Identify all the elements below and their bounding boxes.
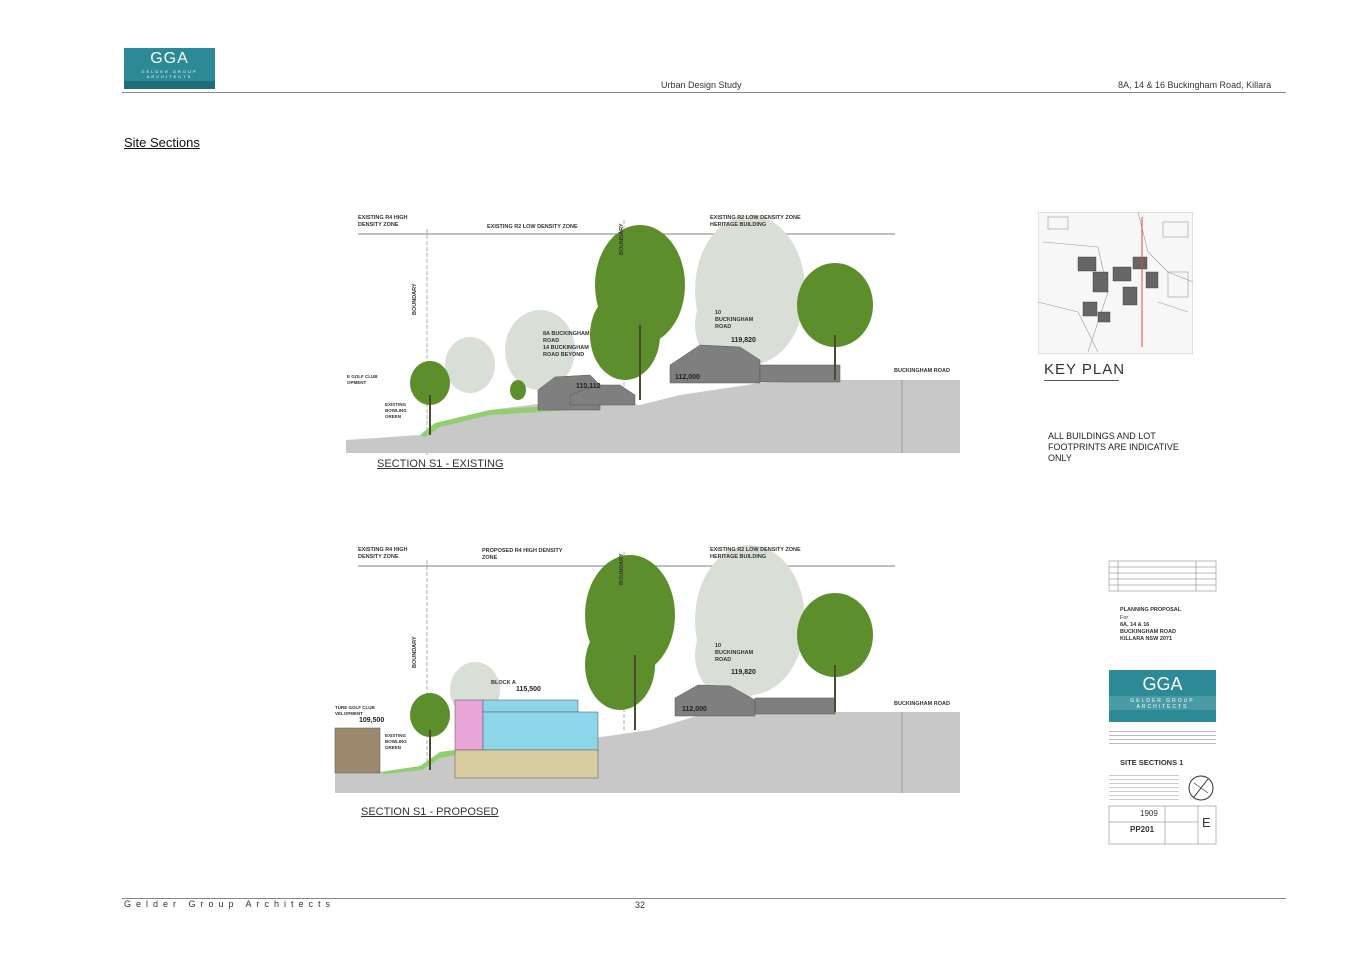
tb-address: 8A, 14 & 16 BUCKINGHAM ROAD KILLARA NSW … xyxy=(1120,622,1176,642)
page-title: Site Sections xyxy=(124,135,200,150)
key-plan-note: ALL BUILDINGS AND LOT FOOTPRINTS ARE IND… xyxy=(1048,431,1179,463)
tb-logo-subtext: GELDER GROUP ARCHITECTS xyxy=(1130,698,1195,710)
existing-boundary-left: BOUNDARY xyxy=(412,283,418,315)
proposed-level-115: 115,500 xyxy=(516,686,541,693)
proposed-caption: SECTION S1 - PROPOSED xyxy=(361,806,499,818)
header-right: 8A, 14 & 16 Buckingham Road, Killara xyxy=(1118,80,1272,90)
proposed-zone-mid: PROPOSED R4 HIGH DENSITY ZONE xyxy=(482,548,563,561)
revision-table xyxy=(1108,560,1217,592)
section-existing-drawing xyxy=(346,215,960,455)
proposed-golf-label: TURE GOLF CLUB VELOPMENT xyxy=(335,705,375,716)
tb-revision: E xyxy=(1202,815,1211,830)
tb-for: For xyxy=(1120,615,1129,621)
tb-heading: PLANNING PROPOSAL xyxy=(1120,607,1182,613)
proposed-buck10-label: 10 BUCKINGHAM ROAD xyxy=(715,643,754,663)
footer-left: Gelder Group Architects xyxy=(124,899,336,909)
header-rule xyxy=(122,92,1286,93)
proposed-bowling-label: EXISTING BOWLING GREEN xyxy=(385,733,407,750)
existing-zone-left: EXISTING R4 HIGH DENSITY ZONE xyxy=(358,215,408,228)
proposed-boundary-right: BOUNDARY xyxy=(619,553,625,585)
page-number: 32 xyxy=(635,900,646,910)
proposed-zone-right: EXISTING R2 LOW DENSITY ZONE HERITAGE BU… xyxy=(710,547,801,560)
tb-notes-lines xyxy=(1109,772,1179,802)
existing-zone-right: EXISTING R2 LOW DENSITY ZONE HERITAGE BU… xyxy=(710,215,801,228)
existing-level-112: 112,000 xyxy=(675,374,700,381)
tb-info-grid xyxy=(1108,805,1217,845)
proposed-level-119: 119,820 xyxy=(731,669,756,676)
existing-road-label: BUCKINGHAM ROAD xyxy=(894,368,950,374)
proposed-road-label: BUCKINGHAM ROAD xyxy=(894,701,950,707)
tb-logo: GGA GELDER GROUP ARCHITECTS xyxy=(1109,670,1216,722)
proposed-level-109: 109,500 xyxy=(359,717,385,724)
key-plan-map xyxy=(1038,212,1193,354)
tb-drawing-no: PP201 xyxy=(1130,825,1155,834)
logo-subtext: GELDER GROUP ARCHITECTS xyxy=(141,69,198,79)
existing-level-110: 110,112 xyxy=(576,383,601,390)
header-center: Urban Design Study xyxy=(661,80,742,90)
existing-bowling-label: EXISTING BOWLING GREEN xyxy=(385,402,407,419)
proposed-boundary-left: BOUNDARY xyxy=(412,636,418,668)
tb-logo-text: GGA xyxy=(1142,674,1183,694)
proposed-zone-left: EXISTING R4 HIGH DENSITY ZONE xyxy=(358,547,408,560)
tb-project-no: 1909 xyxy=(1140,809,1158,818)
existing-boundary-right: BOUNDARY xyxy=(619,223,625,255)
tb-contact-lines xyxy=(1109,728,1216,746)
existing-level-119: 119,820 xyxy=(731,337,756,344)
logo-text: GGA xyxy=(150,50,189,67)
key-plan-title: KEY PLAN xyxy=(1044,361,1126,378)
existing-buck10-label: 10 BUCKINGHAM ROAD xyxy=(715,310,754,330)
tb-sheet-title: SITE SECTIONS 1 xyxy=(1120,758,1184,767)
gga-logo: GGA GELDER GROUP ARCHITECTS xyxy=(124,48,215,89)
proposed-level-112: 112,000 xyxy=(682,706,707,713)
existing-caption: SECTION S1 - EXISTING xyxy=(377,458,504,470)
logo-bar xyxy=(124,81,215,89)
key-plan-rule xyxy=(1044,380,1119,381)
existing-house-label: 8A BUCKINGHAM ROAD 14 BUCKINGHAM ROAD BE… xyxy=(543,331,590,358)
existing-zone-mid: EXISTING R2 LOW DENSITY ZONE xyxy=(487,224,578,230)
tb-logo-band xyxy=(1109,696,1216,710)
proposed-block-label: BLOCK A xyxy=(491,680,516,686)
north-arrow-icon xyxy=(1188,775,1214,801)
footer-rule xyxy=(122,898,1286,899)
section-proposed-drawing xyxy=(334,545,960,793)
existing-golf-label: E GOLF CLUB OPMENT xyxy=(347,374,378,385)
